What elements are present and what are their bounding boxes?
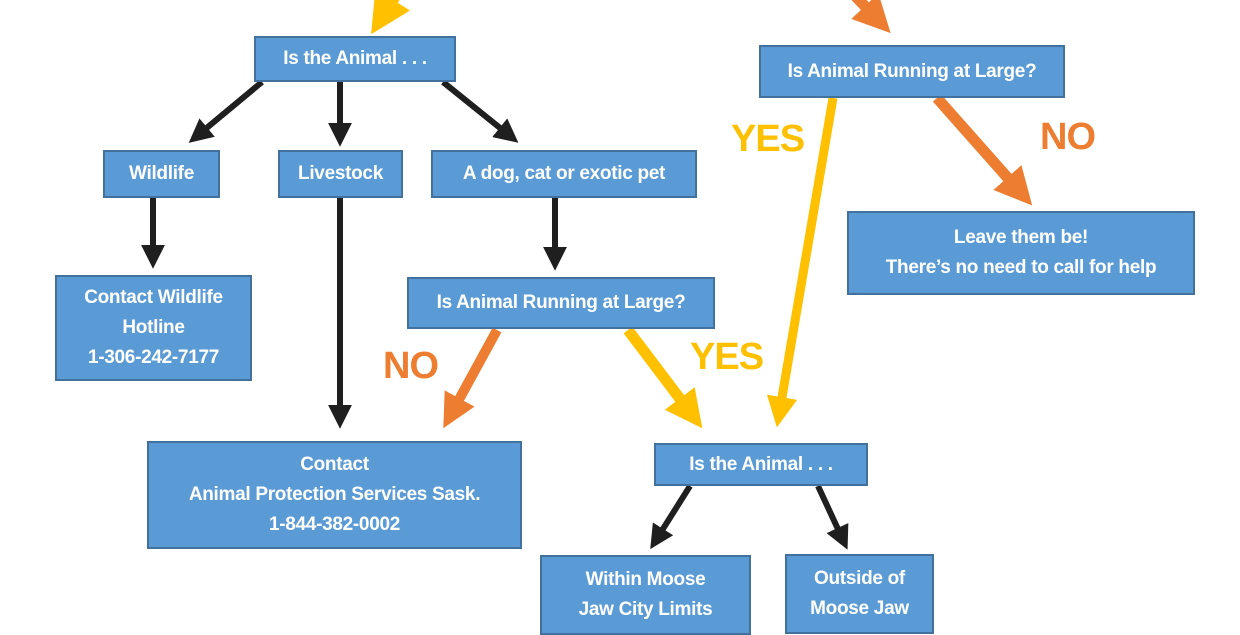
node-text-line: Contact	[300, 454, 369, 475]
node-leave-them-be: Leave them be! There’s no need to call f…	[847, 211, 1195, 295]
node-livestock: Livestock	[278, 150, 403, 198]
arrow-to-pet	[441, 79, 519, 143]
arrow-middle-no	[443, 327, 502, 429]
phone-number: 1-306-242-7177	[87, 347, 220, 368]
node-text-line: Contact Wildlife	[84, 287, 223, 308]
label-no-right: NO	[1040, 116, 1096, 158]
node-is-animal-top: Is the Animal . . .	[254, 36, 456, 82]
node-is-animal-bottom: Is the Animal . . .	[654, 443, 868, 486]
node-wildlife-hotline: Contact Wildlife Hotline 1-306-242-7177	[55, 275, 252, 381]
node-text: Livestock	[298, 163, 383, 184]
arrow-middle-yes	[623, 326, 703, 429]
connector-layer	[141, 0, 1033, 550]
node-text: A dog, cat or exotic pet	[462, 163, 666, 184]
incoming-yes-arrow	[371, 0, 411, 35]
node-text-line: Moose Jaw	[810, 598, 909, 619]
label-no-middle: NO	[383, 345, 439, 387]
node-text-line: Jaw City Limits	[578, 599, 713, 620]
phone-number: 1-844-382-0002	[268, 514, 401, 535]
arrow-to-within	[650, 484, 693, 550]
node-outside-moose-jaw: Outside of Moose Jaw	[785, 554, 934, 634]
label-yes-middle: YES	[690, 336, 764, 378]
node-running-at-large-middle: Is Animal Running at Large?	[407, 277, 715, 329]
node-wildlife: Wildlife	[103, 150, 220, 198]
node-animal-protection-services: Contact Animal Protection Services Sask.…	[147, 441, 522, 549]
node-text: Is the Animal . . .	[283, 48, 427, 69]
node-text: Is Animal Running at Large?	[787, 60, 1037, 82]
node-text-line: Within Moose	[585, 569, 706, 590]
arrow-to-wildlife	[188, 79, 264, 143]
arrow-right-yes	[766, 97, 838, 428]
incoming-no-arrow	[851, 0, 891, 34]
node-text-line: Hotline	[122, 317, 185, 338]
node-text: Is Animal Running at Large?	[436, 292, 686, 313]
arrow-to-outside	[815, 484, 849, 550]
node-text: Wildlife	[129, 163, 194, 184]
node-running-at-large-right: Is Animal Running at Large?	[759, 45, 1065, 98]
node-text-line: Leave them be!	[953, 227, 1089, 248]
arrow-right-no	[932, 94, 1033, 206]
node-text-line: Outside of	[814, 568, 905, 589]
node-pet: A dog, cat or exotic pet	[431, 150, 697, 198]
node-text-line: Animal Protection Services Sask.	[188, 484, 481, 505]
node-within-city-limits: Within Moose Jaw City Limits	[540, 555, 751, 635]
node-text-line: There’s no need to call for help	[885, 257, 1157, 278]
label-yes-right: YES	[731, 118, 805, 160]
node-text: Is the Animal . . .	[689, 453, 833, 475]
